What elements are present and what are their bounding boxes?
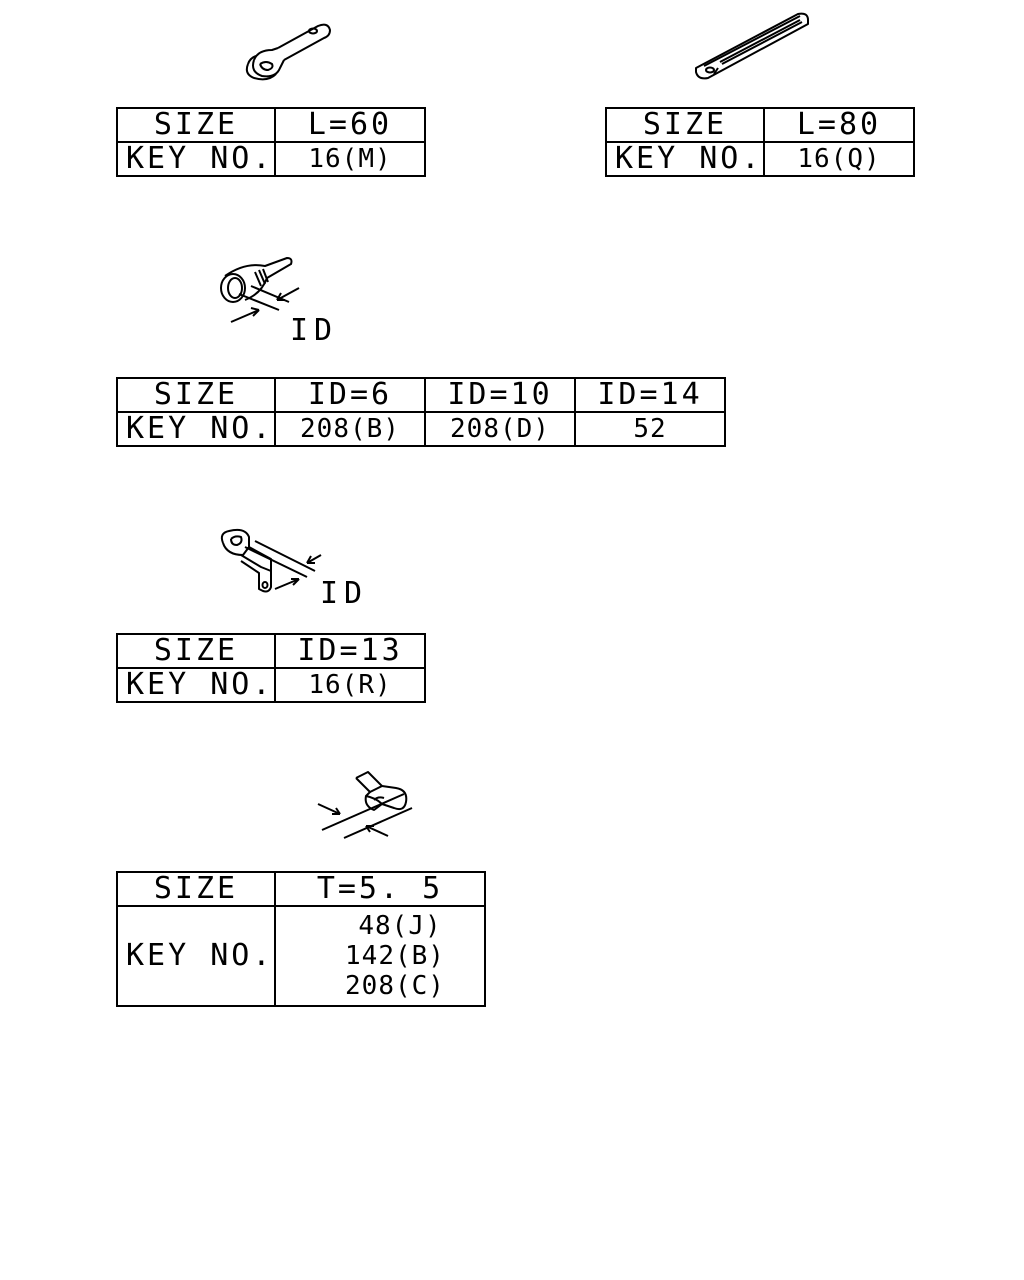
key-no-value: 16(Q) [763,141,915,177]
size-value-id6: ID=6 [274,377,426,413]
key-no-value-id10: 208(D) [424,411,576,447]
strap-l80-table: SIZE L=80 KEY NO. 16(Q) [605,107,915,177]
hose-clamp-table: SIZE ID=6 ID=10 ID=14 KEY NO. 208(B) 208… [116,377,726,447]
key-no-label: KEY NO. [605,141,765,177]
key-no-value: 16(M) [274,141,426,177]
size-label: SIZE [116,633,276,669]
strap-l80-drawing [690,10,815,82]
clip-drawing [312,768,417,848]
p-clamp-drawing [215,525,330,600]
key-no-label: KEY NO. [116,141,276,177]
clip-table: SIZE T=5. 5 KEY NO. 48(J) 142(B) 208(C) [116,871,486,1007]
key-no-value-2: 142(B) [345,941,445,971]
p-clamp-table: SIZE ID=13 KEY NO. 16(R) [116,633,426,703]
key-no-value-id6: 208(B) [274,411,426,447]
size-label: SIZE [116,377,276,413]
size-label: SIZE [116,871,276,907]
key-no-label: KEY NO. [116,905,276,1007]
id-dimension-label: ID [320,576,369,611]
clamp-l60-table: SIZE L=60 KEY NO. 16(M) [116,107,426,177]
size-value: L=80 [763,107,915,143]
key-no-label: KEY NO. [116,411,276,447]
size-label: SIZE [116,107,276,143]
key-no-label: KEY NO. [116,667,276,703]
size-label: SIZE [605,107,765,143]
key-no-value-3: 208(C) [345,971,445,1001]
id-dimension-label: ID [290,313,339,348]
key-no-value-1: 48(J) [358,911,442,941]
size-value-id10: ID=10 [424,377,576,413]
key-no-value: 16(R) [274,667,426,703]
key-no-list: 48(J) 142(B) 208(C) [274,905,486,1007]
clamp-l60-drawing [240,20,340,85]
key-no-value-id14: 52 [574,411,726,447]
size-value: T=5. 5 [274,871,486,907]
size-value: ID=13 [274,633,426,669]
size-value-id14: ID=14 [574,377,726,413]
size-value: L=60 [274,107,426,143]
hose-clamp-drawing [215,252,325,332]
